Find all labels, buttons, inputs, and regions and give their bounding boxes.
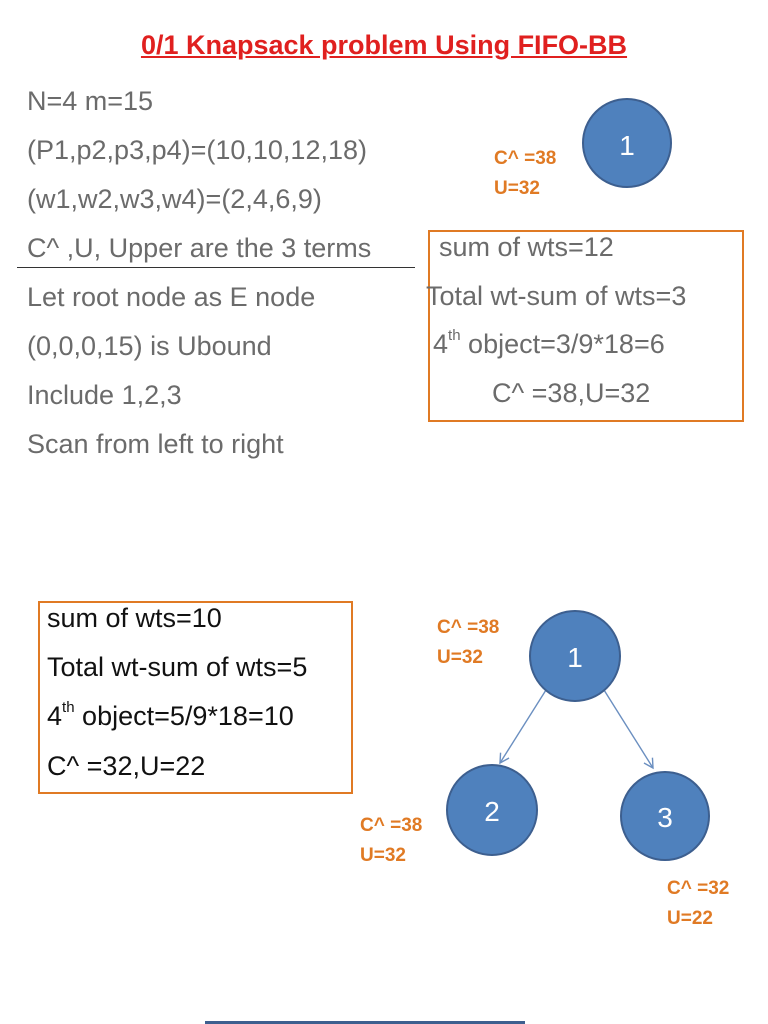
c-hat-value: C^ =38 [360,815,423,836]
root-node-annotation: C^ =38 U=32 [494,144,556,204]
ordinal-number: 4 [433,329,449,359]
c-hat-value: C^ =38 [494,148,557,169]
ordinal-suffix: th [62,699,75,716]
c-hat-value: C^ =38 [437,617,500,638]
tree-node-1-annotation: C^ =38 U=32 [437,613,499,673]
problem-statement: N=4 m=15 (P1,p2,p3,p4)=(10,10,12,18) (w1… [27,84,371,476]
page-title: 0/1 Knapsack problem Using FIFO-BB [140,30,628,60]
fourth-object-value: object=5/9*18=10 [74,701,294,731]
tree-node-2-annotation: C^ =38 U=32 [360,811,422,871]
root-node-circle [582,98,672,188]
box-line-sum: sum of wts=10 [47,603,222,633]
u-value: U=32 [437,647,483,668]
divider-rule [17,267,415,268]
fourth-object-value: object=3/9*18=6 [460,329,665,359]
bottom-rule [205,1021,525,1024]
box-line-sum: sum of wts=12 [439,232,614,262]
statement-line: C^ ,U, Upper are the 3 terms [27,233,372,263]
tree-node-3-circle [620,771,710,861]
u-value: U=22 [667,908,713,929]
box-line-fourth-object: 4th object=5/9*18=10 [47,699,294,732]
statement-line: N=4 m=15 [27,86,154,116]
calculation-box-root: sum of wts=12 Total wt-sum of wts=3 4th … [426,230,744,422]
statement-line: (P1,p2,p3,p4)=(10,10,12,18) [27,135,367,165]
root-node-label: 1 [619,130,635,161]
edge-1-2 [499,689,547,765]
box-line-total: Total wt-sum of wts=3 [426,281,687,311]
box-line-cu: C^ =38,U=32 [492,378,651,408]
statement-line: Scan from left to right [27,429,284,459]
box-line-cu: C^ =32,U=22 [47,751,206,781]
edge-1-3 [603,689,654,770]
u-value: U=32 [494,178,540,199]
statement-line: Let root node as E node [27,282,316,312]
tree-node-2-circle [446,764,538,856]
c-hat-value: C^ =32 [667,878,730,899]
ordinal-number: 4 [47,701,63,731]
tree-node-3-annotation: C^ =32 U=22 [667,874,729,934]
u-value: U=32 [360,845,406,866]
tree-node-2-label: 2 [484,796,500,827]
statement-line: (w1,w2,w3,w4)=(2,4,6,9) [27,184,322,214]
tree-node-1-label: 1 [567,642,583,673]
calculation-box-node1: sum of wts=10 Total wt-sum of wts=5 4th … [38,601,353,794]
statement-line: (0,0,0,15) is Ubound [27,331,272,361]
box-line-total: Total wt-sum of wts=5 [47,652,308,682]
tree-node-1-circle [529,610,621,702]
box-line-fourth-object: 4th object=3/9*18=6 [433,327,665,360]
statement-line: Include 1,2,3 [27,380,182,410]
ordinal-suffix: th [448,327,461,344]
tree-node-3-label: 3 [657,802,673,833]
